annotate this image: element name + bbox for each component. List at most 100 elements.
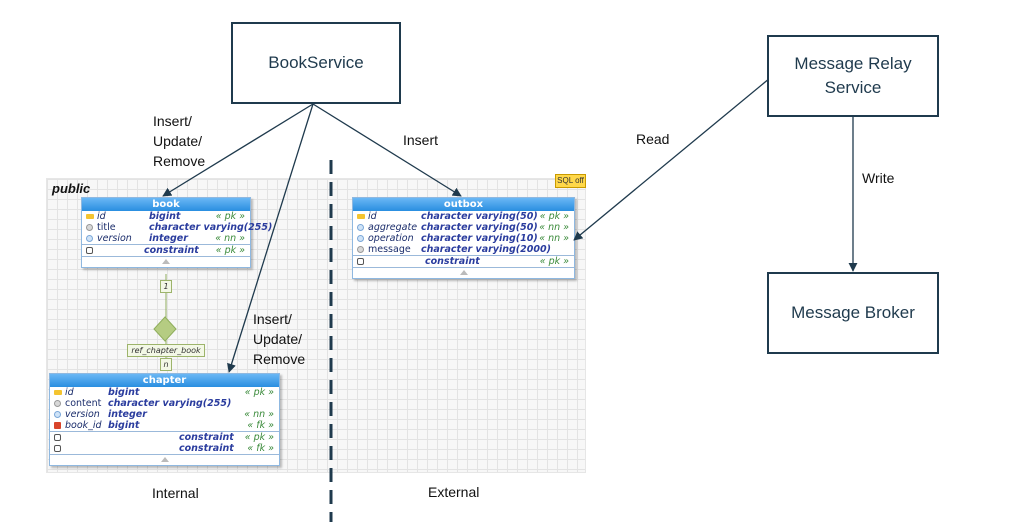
nullable-column-icon (86, 224, 93, 231)
not-null-column-icon (357, 224, 364, 231)
column-type: bigint (108, 420, 140, 431)
column-row[interactable]: content character varying(255) (50, 398, 279, 409)
constraint-row[interactable]: constraint « pk » (82, 244, 250, 256)
column-name: id (65, 387, 74, 398)
column-row[interactable]: version integer « nn » (50, 409, 279, 420)
book-service-box[interactable]: BookService (231, 22, 401, 104)
column-constraint: « nn » (215, 233, 245, 244)
column-name: id (368, 211, 377, 222)
column-row[interactable]: operation character varying(10) « nn » (353, 233, 574, 244)
table-book-title: book (82, 198, 250, 211)
constraint-row[interactable]: constraint « fk » (50, 443, 279, 454)
message-relay-service-label: Message Relay Service (794, 54, 912, 97)
key-icon (357, 214, 365, 219)
cardinality-one: 1 (160, 280, 172, 293)
column-row[interactable]: message character varying(2000) (353, 244, 574, 255)
column-name: content (65, 398, 102, 409)
relation-diamond-icon[interactable] (153, 316, 177, 342)
not-null-column-icon (86, 235, 93, 242)
column-type: character varying(10) (421, 233, 538, 244)
column-name: version (97, 233, 132, 244)
foreign-key-icon (54, 422, 61, 429)
column-type: integer (108, 409, 147, 420)
label-relay-write: Write (862, 170, 895, 186)
table-footer (82, 256, 250, 267)
column-constraint: « pk » (215, 211, 245, 222)
column-constraint: « nn » (244, 409, 274, 420)
table-book[interactable]: book id bigint « pk » title character va… (81, 197, 272, 268)
constraint-kind: « pk » (539, 256, 569, 267)
constraint-label: constraint (179, 443, 234, 454)
key-icon (86, 214, 94, 219)
arrow-relay-read (573, 77, 771, 241)
column-type: character varying(255) (149, 222, 273, 233)
constraint-label: constraint (425, 256, 480, 267)
table-footer (50, 454, 279, 465)
not-null-column-icon (54, 411, 61, 418)
constraint-kind: « fk » (247, 443, 274, 454)
constraint-icon (54, 445, 61, 452)
column-row[interactable]: id character varying(50) « pk » (353, 211, 574, 222)
collapse-icon[interactable] (459, 270, 468, 275)
cardinality-many: n (160, 358, 172, 371)
column-constraint: « nn » (539, 233, 569, 244)
column-type: character varying(255) (108, 398, 232, 409)
column-row[interactable]: title character varying(255) (82, 222, 272, 233)
constraint-icon (357, 258, 364, 265)
column-row[interactable]: id bigint « pk » (82, 211, 250, 222)
label-outbox-insert: Insert (403, 132, 439, 148)
column-type: bigint (108, 387, 140, 398)
collapse-icon[interactable] (160, 457, 169, 462)
constraint-kind: « pk » (244, 432, 274, 443)
schema-name: public (52, 181, 91, 196)
message-broker-box[interactable]: Message Broker (767, 272, 939, 354)
column-row[interactable]: id bigint « pk » (50, 387, 279, 398)
column-type: character varying(2000) (421, 244, 551, 255)
constraint-icon (86, 247, 93, 254)
table-chapter-title: chapter (50, 374, 279, 387)
column-name: id (97, 211, 106, 222)
message-relay-service-box[interactable]: Message Relay Service (767, 35, 939, 117)
label-relay-read: Read (636, 131, 670, 147)
table-outbox[interactable]: outbox id character varying(50) « pk » a… (352, 197, 575, 279)
column-name: aggregate (368, 222, 418, 233)
column-name: operation (368, 233, 414, 244)
column-row[interactable]: book_id bigint « fk » (50, 420, 279, 431)
table-chapter[interactable]: chapter id bigint « pk » content charact… (49, 373, 280, 466)
region-internal-label: Internal (152, 485, 199, 501)
column-type: character varying(50) (421, 211, 538, 222)
column-type: character varying(50) (421, 222, 538, 233)
constraint-label: constraint (144, 245, 199, 256)
table-footer (353, 267, 574, 278)
column-name: title (97, 222, 116, 233)
not-null-column-icon (357, 235, 364, 242)
arrow-book-write (162, 103, 314, 197)
nullable-column-icon (357, 246, 364, 253)
column-row[interactable]: version integer « nn » (82, 233, 250, 244)
constraint-icon (54, 434, 61, 441)
column-constraint: « nn » (539, 222, 569, 233)
key-icon (54, 390, 62, 395)
region-external-label: External (428, 484, 480, 500)
column-type: integer (149, 233, 188, 244)
nullable-column-icon (54, 400, 61, 407)
collapse-icon[interactable] (162, 259, 170, 264)
sql-off-badge[interactable]: SQL off (555, 174, 586, 188)
arrow-chapter-write (227, 103, 314, 373)
label-chapter-write: Insert/ Update/ Remove (253, 311, 306, 367)
constraint-label: constraint (179, 432, 234, 443)
column-constraint: « fk » (247, 420, 274, 431)
constraint-row[interactable]: constraint « pk » (353, 255, 574, 267)
column-constraint: « pk » (539, 211, 569, 222)
column-row[interactable]: aggregate character varying(50) « nn » (353, 222, 574, 233)
column-name: book_id (65, 420, 102, 431)
constraint-kind: « pk » (215, 245, 245, 256)
column-type: bigint (149, 211, 181, 222)
column-name: message (368, 244, 411, 255)
relation-name[interactable]: ref_chapter_book (127, 344, 205, 357)
constraint-row[interactable]: constraint « pk » (50, 431, 279, 443)
arrow-outbox-insert (312, 103, 462, 197)
column-name: version (65, 409, 100, 420)
label-book-write: Insert/ Update/ Remove (153, 113, 206, 169)
